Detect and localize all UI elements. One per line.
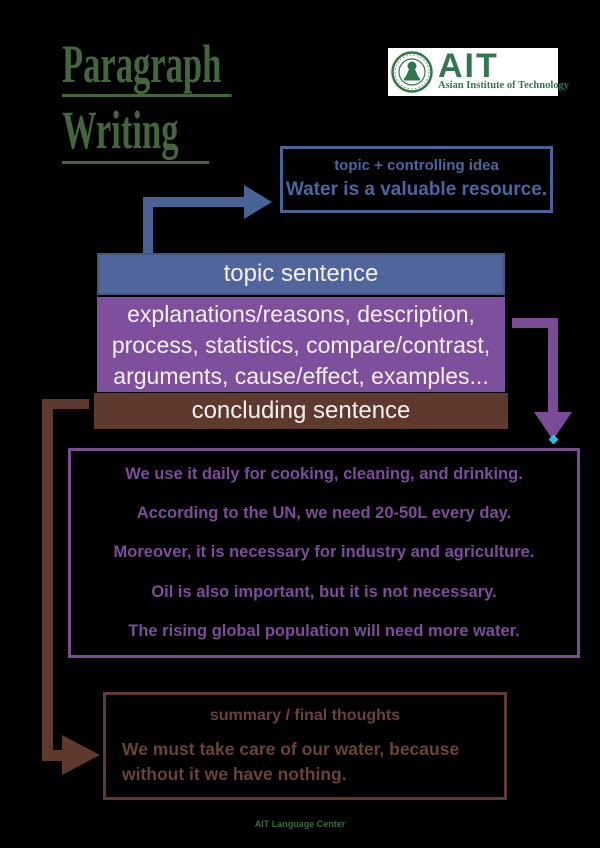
- ait-seal-icon: [391, 51, 433, 93]
- ait-acronym: AIT: [438, 46, 499, 85]
- body-examples-box: We use it daily for cooking, cleaning, a…: [68, 448, 580, 658]
- brown-arrow-right-head-icon: [62, 735, 100, 775]
- page-title: Paragraph Writing: [62, 34, 327, 164]
- purple-arrow-vertical-segment: [548, 318, 558, 414]
- title-line-1: Paragraph: [62, 34, 232, 98]
- blue-arrow-right-head-icon: [244, 185, 272, 219]
- ait-logo: AIT Asian Institute of Technology: [388, 48, 569, 96]
- idea-box-heading: topic + controlling idea: [334, 157, 499, 174]
- title-line-2: Writing: [62, 100, 210, 164]
- example-line: The rising global population will need m…: [128, 621, 520, 640]
- ait-logo-text: AIT Asian Institute of Technology: [438, 46, 569, 92]
- footer-credit: AIT Language Center: [254, 819, 346, 829]
- idea-box-sentence: Water is a valuable resource.: [285, 179, 548, 200]
- example-line: According to the UN, we need 20-50L ever…: [136, 504, 512, 523]
- summary-body: We must take care of our water, because …: [122, 739, 460, 784]
- summary-heading: summary / final thoughts: [209, 707, 401, 724]
- supporting-sentences-box: explanations/reasons, description, proce…: [97, 297, 505, 392]
- blue-arrow-horizontal-segment: [143, 197, 244, 207]
- brown-arrow-vertical-segment: [42, 399, 53, 761]
- topic-controlling-idea-box: topic + controlling idea Water is a valu…: [280, 146, 553, 213]
- purple-arrow-horizontal-segment: [512, 318, 558, 328]
- example-line: Oil is also important, but it is not nec…: [151, 582, 497, 601]
- example-line: We use it daily for cooking, cleaning, a…: [125, 465, 523, 484]
- concluding-sentence-box: concluding sentence: [94, 393, 508, 429]
- example-line: Moreover, it is necessary for industry a…: [113, 543, 535, 562]
- brown-arrow-bottom-segment: [42, 750, 68, 761]
- ait-full-name: Asian Institute of Technology: [438, 80, 569, 92]
- blue-arrow-vertical-segment: [143, 200, 153, 255]
- brown-arrow-top-segment: [42, 399, 89, 409]
- topic-sentence-box: topic sentence: [97, 253, 505, 295]
- summary-box: summary / final thoughts We must take ca…: [103, 692, 507, 800]
